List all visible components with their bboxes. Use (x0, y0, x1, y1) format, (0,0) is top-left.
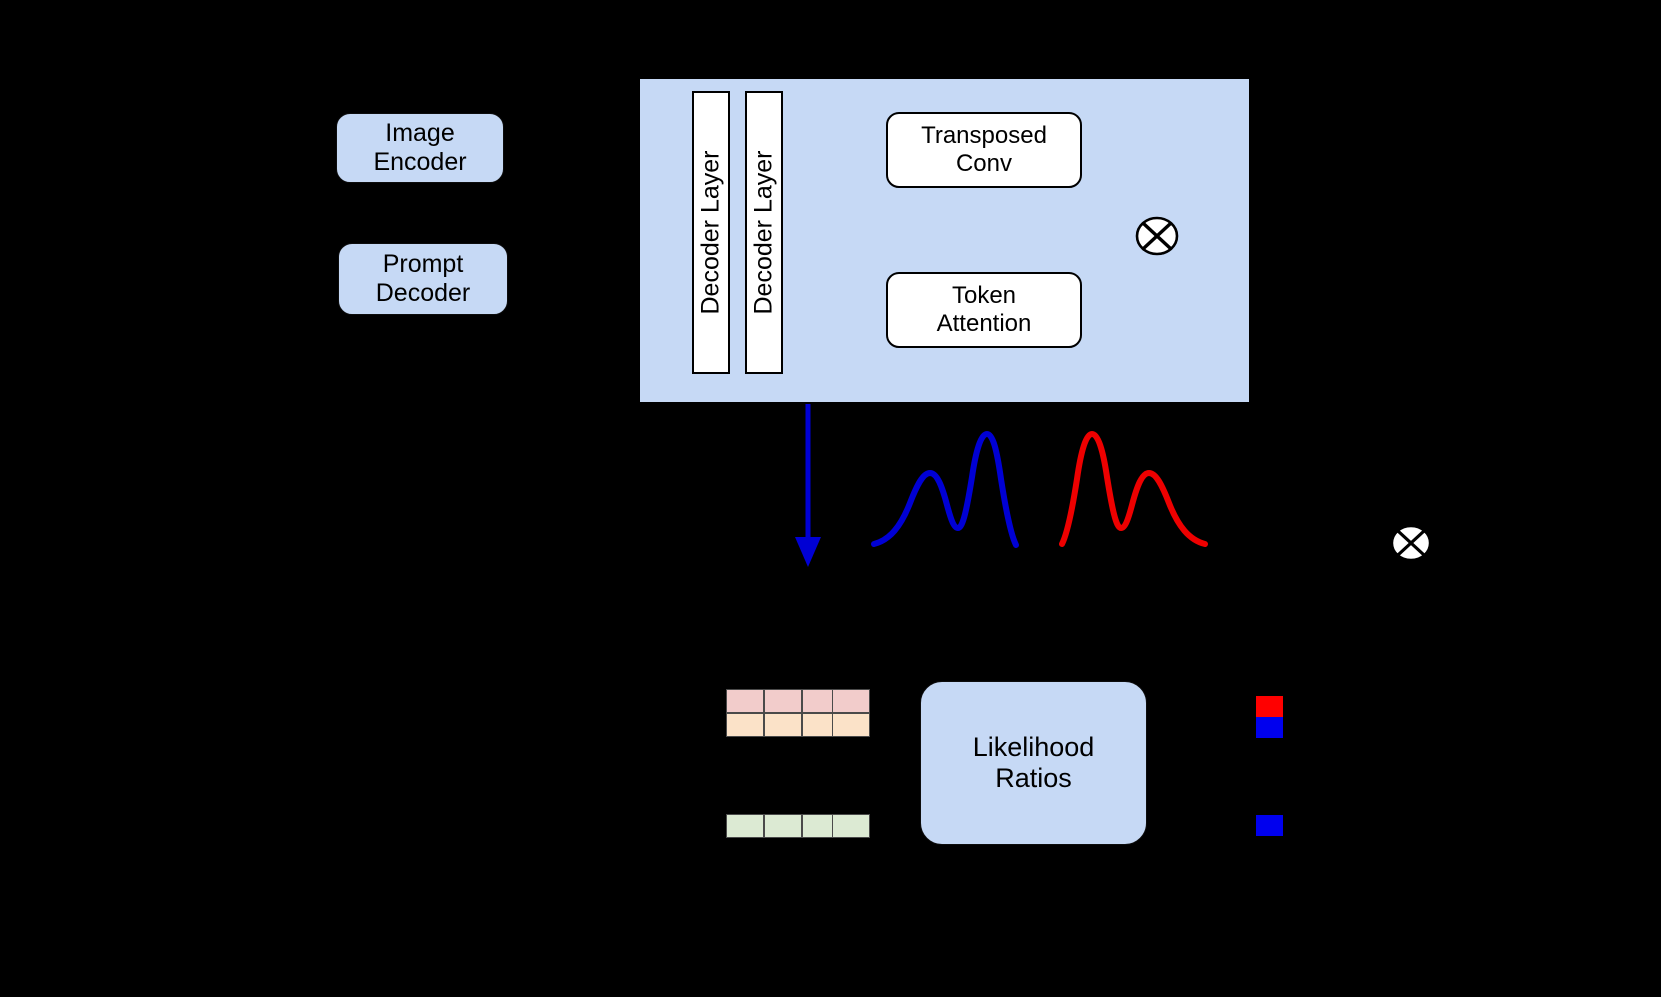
upper-token-single (832, 689, 870, 737)
prompt-decoder-box: Prompt Decoder (338, 243, 508, 315)
decoder-layer-2-label: Decoder Layer (749, 150, 778, 315)
token-cell (832, 814, 870, 838)
token-cell (832, 713, 870, 737)
lower-token-single (832, 814, 870, 838)
transposed-conv-box: Transposed Conv (886, 112, 1082, 188)
decoder-layer-1-label: Decoder Layer (696, 150, 725, 315)
token-cell (726, 689, 764, 713)
token-cell (726, 814, 764, 838)
decoder-layer-2: Decoder Layer (745, 91, 783, 374)
likelihood-ratios-box: Likelihood Ratios (920, 681, 1147, 845)
multiply-operator-panel (1135, 216, 1179, 256)
token-attention-box: Token Attention (886, 272, 1082, 348)
token-cell (832, 689, 870, 713)
upper-token-grid (726, 689, 840, 737)
image-encoder-box: Image Encoder (336, 113, 504, 183)
output-swatch-blue-bottom (1256, 815, 1283, 836)
output-swatch-red (1256, 696, 1283, 717)
output-swatch-blue-top (1256, 717, 1283, 738)
blue-distribution-curve (871, 431, 1019, 548)
multiply-operator-legend (1390, 524, 1432, 562)
red-distribution-curve (1059, 431, 1208, 547)
token-cell (726, 713, 764, 737)
decoder-layer-1: Decoder Layer (692, 91, 730, 374)
lower-token-grid (726, 814, 840, 838)
token-cell (764, 814, 802, 838)
token-cell (764, 689, 802, 713)
token-cell (764, 713, 802, 737)
